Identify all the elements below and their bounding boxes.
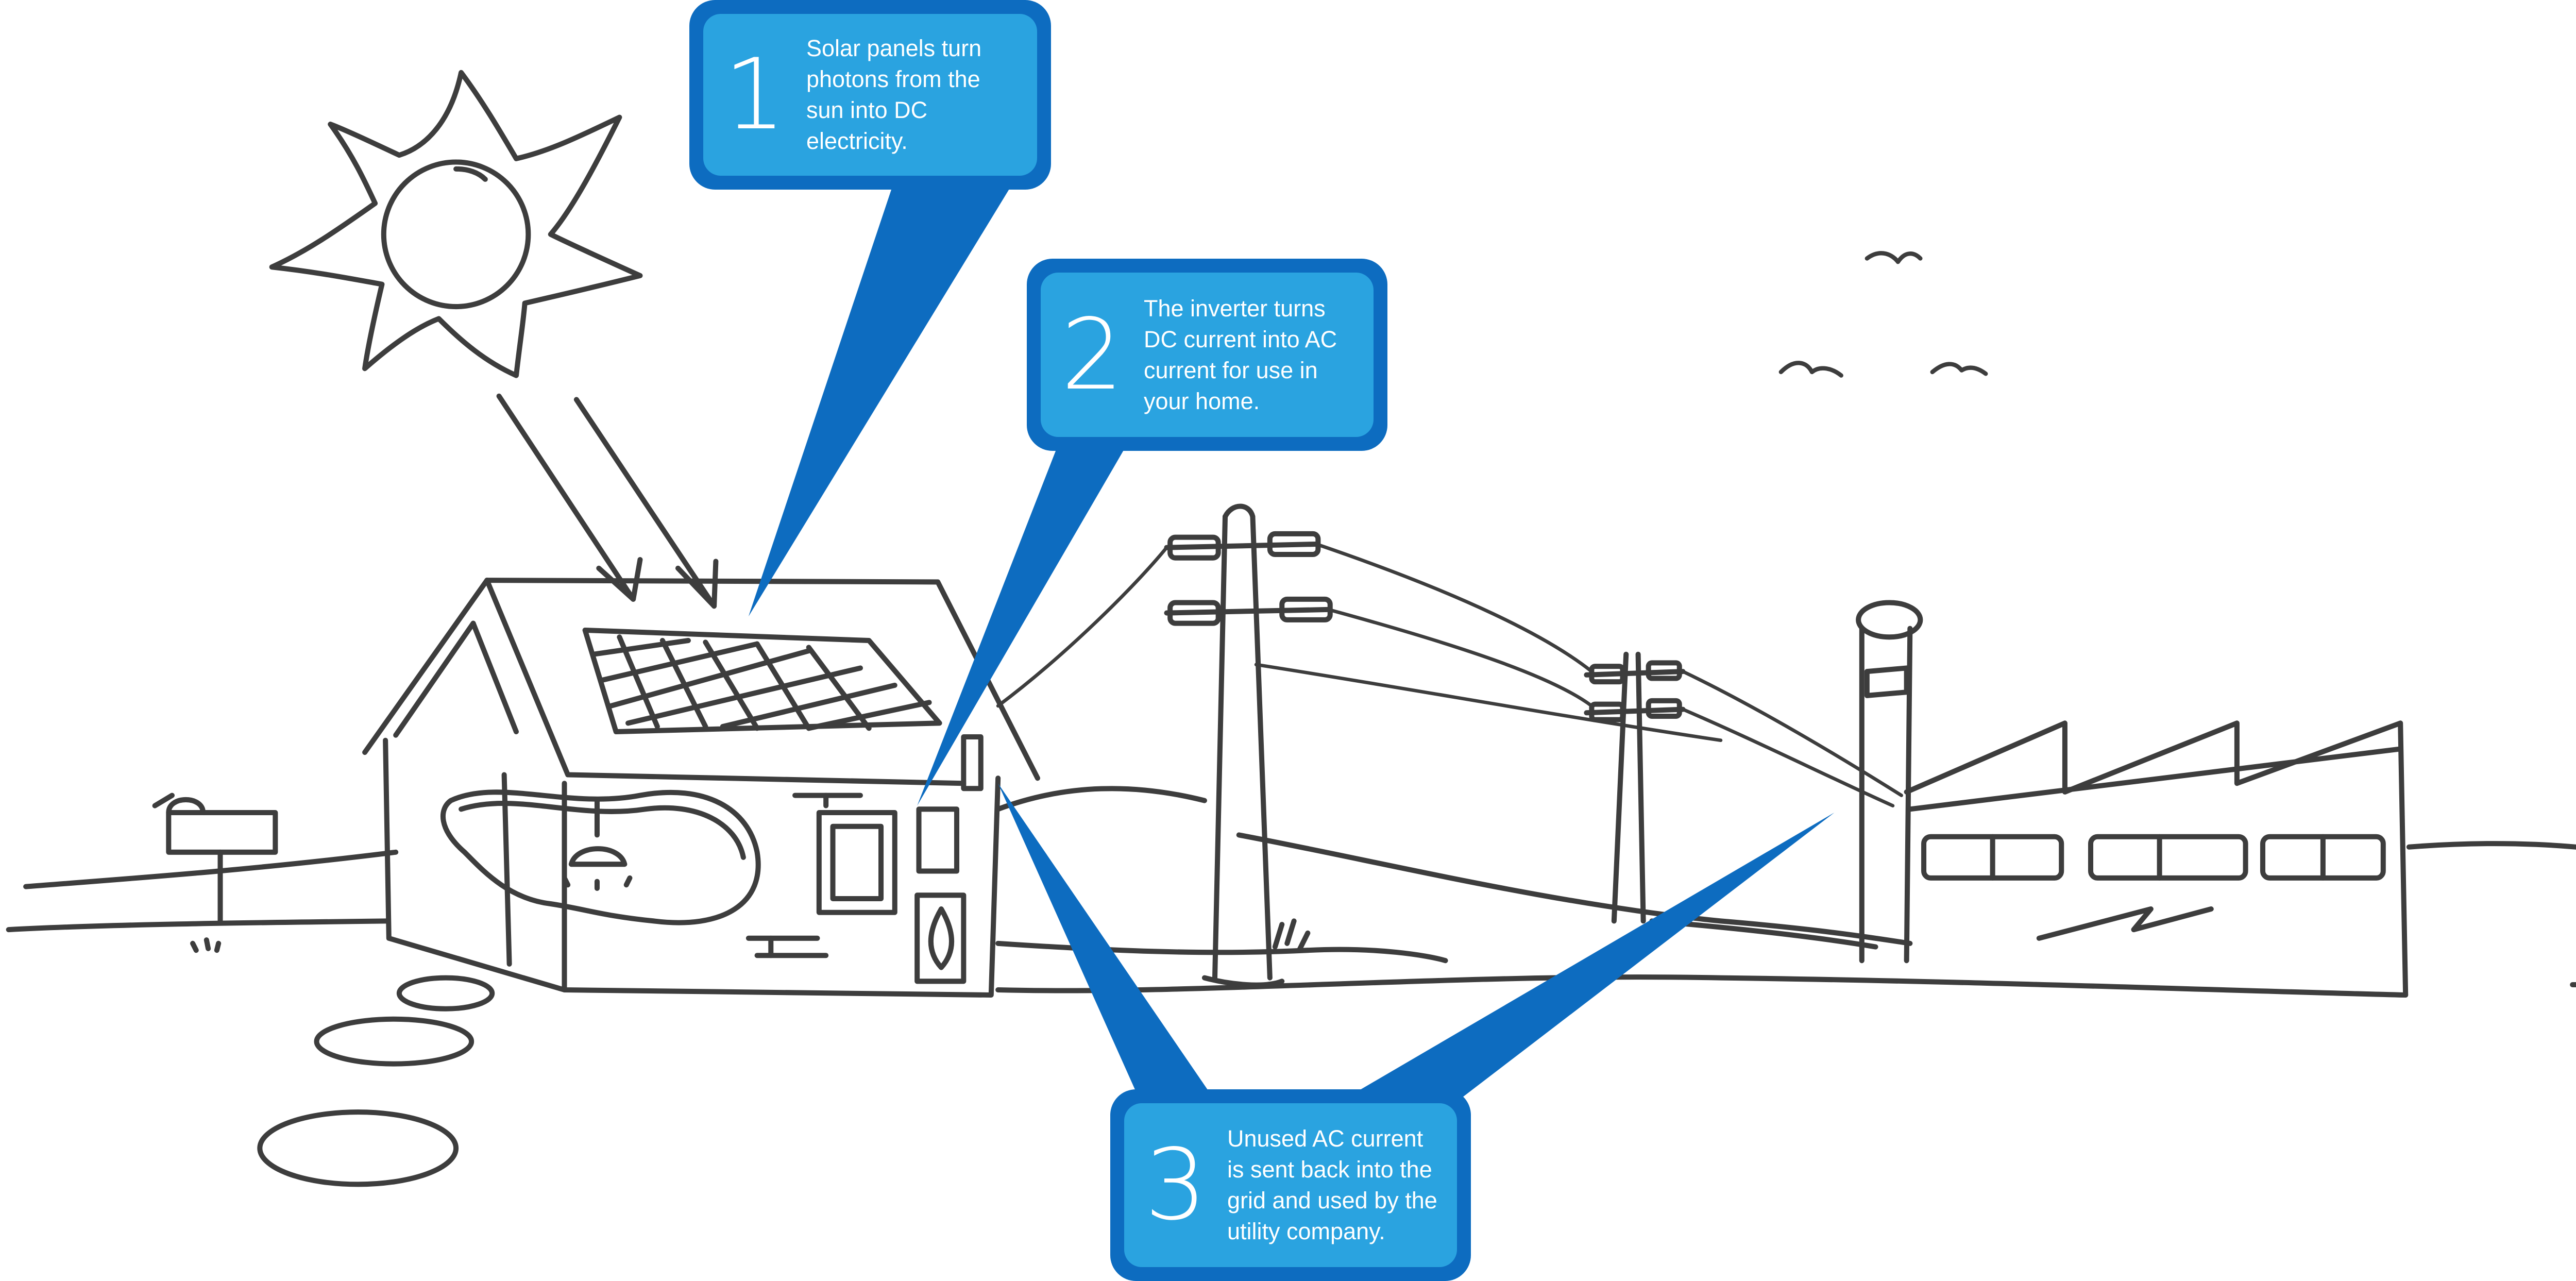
callout-2: 2 The inverter turns DC current into AC … [1027,259,1387,451]
ground-lines [6,786,2576,998]
solar-panel-icon [582,627,942,735]
callout-2-number: 2 [1061,297,1124,412]
power-lines [996,542,1903,807]
sun-ray-arrows [496,393,719,609]
path-stones [257,975,495,1187]
callout-1-number: 1 [723,38,786,151]
mailbox-icon [152,793,278,953]
callout-3-text: Unused AC current is sent back into the … [1227,1125,1437,1244]
bird-icon [1778,251,1988,378]
callout-2-body: 2 The inverter turns DC current into AC … [1041,273,1374,437]
factory-icon [1856,600,2409,998]
house-icon [362,578,1040,998]
power-pole-icon [1164,503,1686,988]
callout-3-body: 3 Unused AC current is sent back into th… [1124,1103,1457,1267]
callout-1-pointer [748,179,1015,617]
callout-3-number: 3 [1144,1128,1207,1242]
callout-1: 1 Solar panels turn photons from the sun… [689,0,1051,190]
callout-2-text: The inverter turns DC current into AC cu… [1144,295,1337,414]
callout-3-pointer-grid [1325,812,1835,1110]
callout-1-text: Solar panels turn photons from the sun i… [806,35,982,154]
callout-3-pointer [998,783,1222,1110]
sun-icon [269,70,643,378]
callout-3: 3 Unused AC current is sent back into th… [1110,1089,1471,1281]
callout-1-body: 1 Solar panels turn photons from the sun… [703,14,1037,176]
